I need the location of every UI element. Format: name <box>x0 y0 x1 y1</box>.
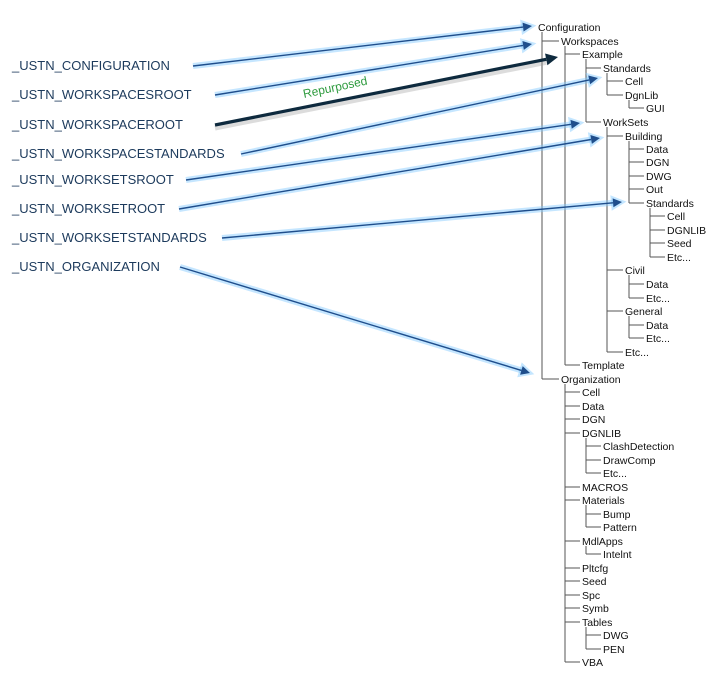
mapping-arrow <box>240 72 603 157</box>
tree-connectors <box>541 32 665 663</box>
tree-node: Cell <box>582 387 600 399</box>
variable-label: _USTN_WORKSETSTANDARDS <box>11 230 207 245</box>
tree-node: Spc <box>582 590 600 602</box>
tree-node: DGN <box>646 157 669 169</box>
tree-node: DGNLIB <box>582 428 621 440</box>
tree-node: Tables <box>582 617 612 629</box>
tree-node: Building <box>625 131 663 143</box>
tree-node: ClashDetection <box>603 441 674 453</box>
tree-node: Seed <box>667 238 692 250</box>
tree-node: Materials <box>582 495 625 507</box>
tree-node: Civil <box>625 265 645 277</box>
tree-node: Etc... <box>646 333 670 345</box>
tree-node: Out <box>646 184 663 196</box>
tree-node: Workspaces <box>561 36 619 48</box>
tree-node: Etc... <box>625 347 649 359</box>
tree-node: WorkSets <box>603 117 648 129</box>
tree-node: Etc... <box>667 252 691 264</box>
variable-label: _USTN_CONFIGURATION <box>11 58 170 73</box>
tree-node: DGNLIB <box>667 225 706 237</box>
tree-node: Pattern <box>603 522 637 534</box>
tree-node: General <box>625 306 662 318</box>
mapping-arrow <box>214 38 537 98</box>
tree-node: Configuration <box>538 22 601 34</box>
mapping-arrow <box>179 264 535 378</box>
tree-node: GUI <box>646 103 665 115</box>
tree-node: DWG <box>646 171 672 183</box>
tree-node: Data <box>646 279 668 291</box>
tree-node: Cell <box>667 211 685 223</box>
tree-node: Organization <box>561 374 621 386</box>
mapping-arrow <box>214 53 558 131</box>
tree-node: Intelnt <box>603 549 632 561</box>
tree-node: Standards <box>603 63 651 75</box>
tree-node: Bump <box>603 509 631 521</box>
tree-node: Pltcfg <box>582 563 608 575</box>
tree-node: Data <box>646 144 668 156</box>
mapping-arrow <box>178 132 605 212</box>
folder-tree: ConfigurationWorkspacesExampleStandardsC… <box>538 22 706 669</box>
variable-label: _USTN_WORKSPACEROOT <box>11 117 183 132</box>
tree-node: Data <box>646 320 668 332</box>
tree-node: Symb <box>582 603 609 615</box>
tree-node: Etc... <box>646 293 670 305</box>
tree-node: PEN <box>603 644 625 656</box>
tree-node: Seed <box>582 576 607 588</box>
tree-node: MACROS <box>582 482 628 494</box>
tree-node: VBA <box>582 657 603 669</box>
tree-node: DWG <box>603 630 629 642</box>
mapping-arrow <box>192 19 537 69</box>
tree-node: DrawComp <box>603 455 656 467</box>
variable-list: _USTN_CONFIGURATION _USTN_WORKSPACESROOT _… <box>11 58 225 274</box>
variable-label: _USTN_ORGANIZATION <box>11 259 160 274</box>
variable-label: _USTN_WORKSETSROOT <box>11 172 174 187</box>
tree-node: Cell <box>625 76 643 88</box>
tree-node: Example <box>582 49 623 61</box>
tree-node: Standards <box>646 198 694 210</box>
mapping-arrow <box>221 195 627 241</box>
tree-node: Template <box>582 360 625 372</box>
variable-label: _USTN_WORKSETROOT <box>11 201 165 216</box>
tree-node: MdlApps <box>582 536 623 548</box>
mapping-arrow <box>185 116 585 183</box>
tree-node: DgnLib <box>625 90 658 102</box>
variable-label: _USTN_WORKSPACESTANDARDS <box>11 146 225 161</box>
tree-node: Data <box>582 401 604 413</box>
tree-node: DGN <box>582 414 605 426</box>
mapping-arrows <box>178 19 627 378</box>
variable-label: _USTN_WORKSPACESROOT <box>11 87 192 102</box>
tree-node: Etc... <box>603 468 627 480</box>
